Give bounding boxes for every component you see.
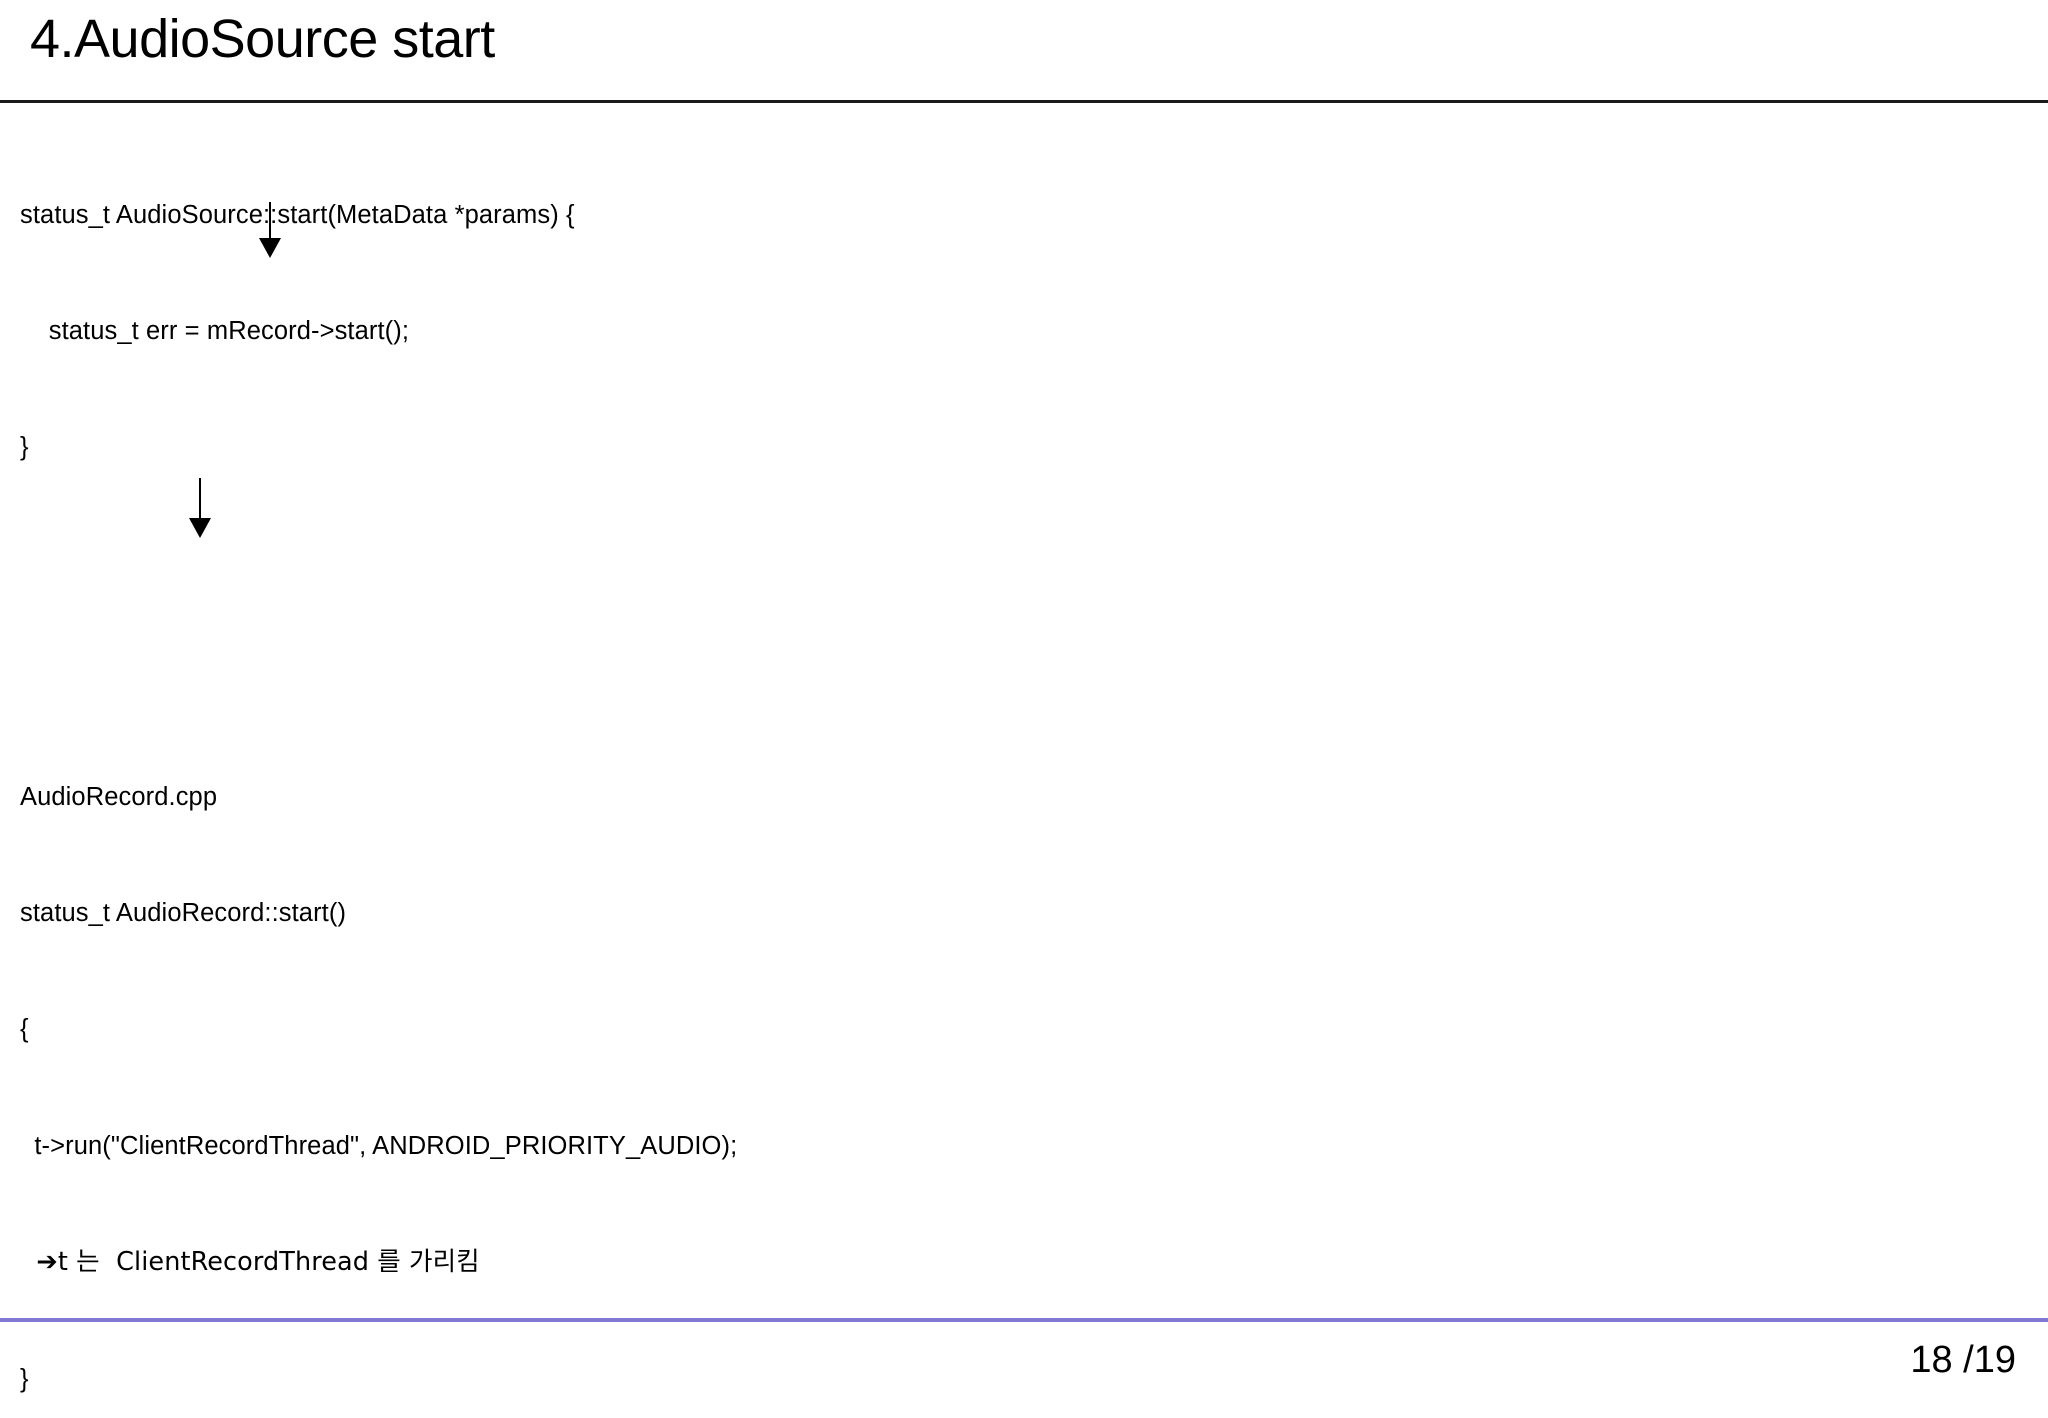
- code-line: {: [20, 1015, 29, 1044]
- arrow-head: [189, 518, 211, 538]
- arrow-shaft: [199, 478, 201, 520]
- arrow-head: [259, 238, 281, 258]
- code-line: status_t err = mRecord->start();: [20, 316, 410, 345]
- code-line: status_t AudioSource::start(MetaData *pa…: [20, 200, 575, 229]
- code-line: AudioRecord.cpp: [20, 782, 218, 811]
- code-line: t->run("ClientRecordThread", ANDROID_PRI…: [20, 1131, 738, 1160]
- flow-arrow-down-icon: [258, 202, 282, 258]
- code-line: status_t AudioRecord::start(): [20, 898, 347, 927]
- footer-divider: [0, 1318, 2048, 1322]
- code-line: [20, 545, 2000, 584]
- code-line: }: [20, 1364, 29, 1393]
- code-listing: status_t AudioSource::start(MetaData *pa…: [20, 118, 2000, 1418]
- page-title: 4.AudioSource start: [30, 9, 495, 69]
- flow-arrow-down-icon: [188, 478, 212, 538]
- code-line-annotation: ➔t 는 ClientRecordThread 를 가리킴: [20, 1247, 480, 1278]
- code-line: [20, 661, 2000, 700]
- arrow-shaft: [269, 202, 271, 240]
- page-number: 18 /19: [1910, 1339, 2016, 1381]
- code-line: }: [20, 433, 29, 462]
- title-divider: [0, 100, 2048, 103]
